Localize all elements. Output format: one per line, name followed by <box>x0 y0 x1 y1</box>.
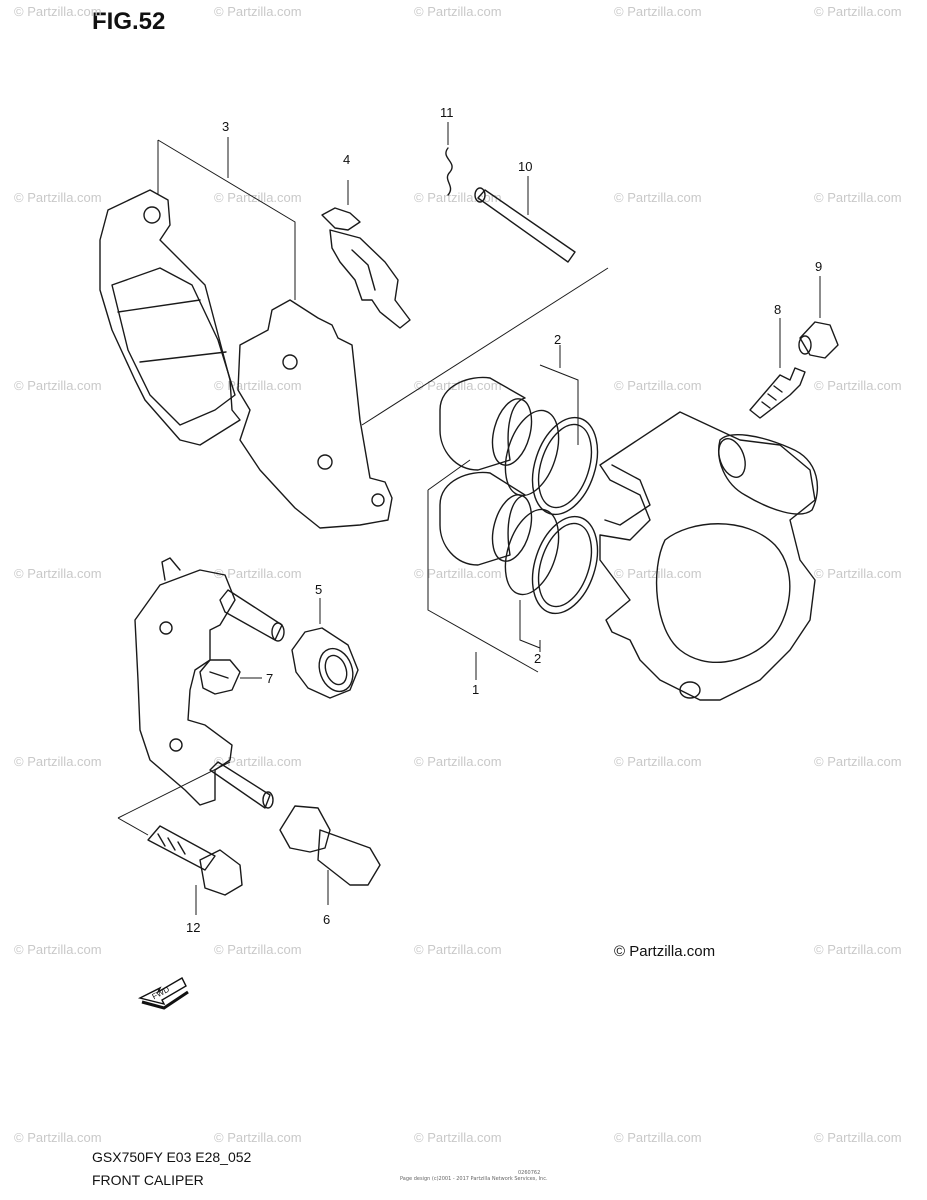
callout-1: 1 <box>472 682 479 697</box>
callout-2: 2 <box>554 332 561 347</box>
model-code: GSX750FY E03 E28_052 <box>92 1149 252 1165</box>
watermark: © Partzilla.com <box>214 190 302 205</box>
small-code: 0260762 <box>518 1170 541 1176</box>
caliper-body <box>599 411 819 701</box>
watermark: © Partzilla.com <box>414 1130 502 1145</box>
callout-3: 3 <box>222 119 229 134</box>
sleeve-pin <box>279 805 381 886</box>
figure-label: FIG.52 <box>92 8 166 35</box>
callout-12: 12 <box>186 920 200 935</box>
bracket-bolt <box>147 825 243 896</box>
watermark: © Partzilla.com <box>414 190 502 205</box>
watermark: © Partzilla.com <box>814 1130 902 1145</box>
callout-7: 7 <box>266 671 273 686</box>
watermark: © Partzilla.com <box>814 378 902 393</box>
callout-5: 5 <box>315 582 322 597</box>
watermark: © Partzilla.com <box>214 566 302 581</box>
callout-10: 10 <box>518 159 532 174</box>
piston-seals <box>504 409 599 615</box>
watermark: © Partzilla.com <box>614 754 702 769</box>
watermark: © Partzilla.com <box>214 754 302 769</box>
watermark: © Partzilla.com <box>414 378 502 393</box>
watermark: © Partzilla.com <box>414 754 502 769</box>
watermark: © Partzilla.com <box>614 566 702 581</box>
brake-pad-outer <box>99 189 241 446</box>
watermark: © Partzilla.com <box>14 190 102 205</box>
bleeder-valve <box>749 367 806 419</box>
watermark: © Partzilla.com <box>14 4 102 19</box>
brake-pad-inner <box>237 299 393 529</box>
watermark: © Partzilla.com <box>614 378 702 393</box>
bracket-pin-upper <box>219 589 285 642</box>
callout-11: 11 <box>440 105 454 120</box>
caliper-pistons <box>439 376 533 566</box>
watermark: © Partzilla.com <box>414 566 502 581</box>
pad-retainer <box>199 659 241 695</box>
pin-boot <box>291 627 359 699</box>
watermark: © Partzilla.com <box>614 1130 702 1145</box>
watermark: © Partzilla.com <box>14 378 102 393</box>
watermark: © Partzilla.com <box>214 1130 302 1145</box>
callout-labels: 1 2 2 3 4 5 6 7 8 9 10 11 12 <box>186 105 822 935</box>
callout-6: 6 <box>323 912 330 927</box>
watermark: © Partzilla.com <box>14 942 102 957</box>
watermark-grid: © Partzilla.com © Partzilla.com © Partzi… <box>14 4 902 1145</box>
bracket-pin-lower <box>209 761 274 809</box>
watermark: © Partzilla.com <box>214 942 302 957</box>
bleeder-cap <box>798 321 839 359</box>
watermark: © Partzilla.com <box>614 4 702 19</box>
callout-2: 2 <box>534 651 541 666</box>
watermark: © Partzilla.com <box>814 754 902 769</box>
watermark: © Partzilla.com <box>414 942 502 957</box>
watermark: © Partzilla.com <box>814 190 902 205</box>
watermark: © Partzilla.com <box>814 4 902 19</box>
callout-8: 8 <box>774 302 781 317</box>
watermark: © Partzilla.com <box>214 378 302 393</box>
watermark: © Partzilla.com <box>814 942 902 957</box>
callout-9: 9 <box>815 259 822 274</box>
watermark: © Partzilla.com <box>14 566 102 581</box>
watermark: © Partzilla.com <box>214 4 302 19</box>
pad-pin-clip <box>445 147 453 196</box>
watermark: © Partzilla.com <box>14 754 102 769</box>
pad-spring <box>321 207 411 329</box>
copyright-notice: © Partzilla.com <box>614 943 716 960</box>
diagram-caption: FRONT CALIPER <box>92 1172 204 1188</box>
forward-arrow-icon: FWD <box>137 977 189 1010</box>
small-print: Page design (c)2001 - 2017 Partzilla Net… <box>400 1176 548 1182</box>
caliper-bracket <box>134 557 236 806</box>
watermark: © Partzilla.com <box>614 190 702 205</box>
pad-pin <box>474 187 576 263</box>
callout-4: 4 <box>343 152 350 167</box>
watermark: © Partzilla.com <box>414 4 502 19</box>
watermark: © Partzilla.com <box>814 566 902 581</box>
watermark: © Partzilla.com <box>14 1130 102 1145</box>
